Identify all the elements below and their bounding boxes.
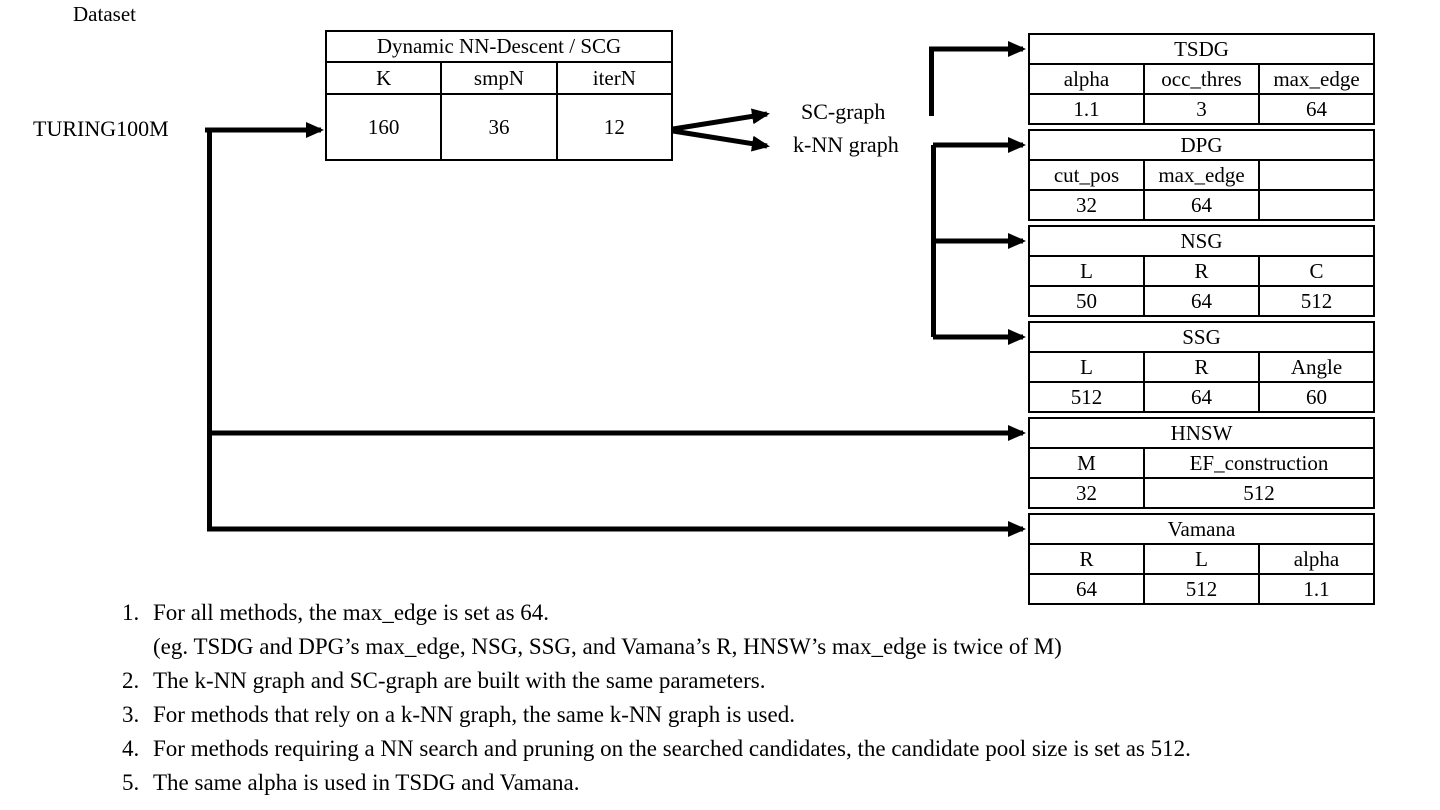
method-title: Vamana: [1028, 513, 1375, 545]
param-header-cell: smpN: [440, 61, 558, 95]
arrow-build-to-knngraph: [672, 128, 770, 152]
note-body: The same alpha is used in TSDG and Vaman…: [153, 766, 1432, 800]
method-title: DPG: [1028, 129, 1375, 161]
note-item: 2. The k-NN graph and SC-graph are built…: [122, 664, 1432, 698]
arrow-build-to-scgraph: [672, 108, 770, 132]
param-header-cell: max_edge: [1258, 63, 1375, 95]
param-value-cell: 64: [1028, 573, 1145, 605]
param-header-cell: K: [324, 61, 443, 95]
methods-column: TSDG alpha occ_thres max_edge 1.1 3 64 D…: [1028, 33, 1375, 611]
method-table-dpg: DPG cut_pos max_edge 32 64: [1028, 129, 1375, 221]
param-value-cell: 64: [1143, 285, 1260, 317]
param-header-cell: alpha: [1258, 543, 1375, 575]
param-header-cell: alpha: [1028, 63, 1145, 95]
note-line: For methods that rely on a k-NN graph, t…: [153, 702, 795, 727]
param-value-cell: 36: [440, 93, 558, 161]
param-value-cell: 64: [1258, 93, 1375, 125]
param-header-cell: [1258, 159, 1375, 191]
param-value-cell: 50: [1028, 285, 1145, 317]
param-value-cell: 60: [1258, 381, 1375, 413]
note-line: The same alpha is used in TSDG and Vaman…: [153, 770, 580, 795]
note-number: 3.: [122, 702, 140, 727]
note-item: 3. For methods that rely on a k-NN graph…: [122, 698, 1432, 732]
note-line: The k-NN graph and SC-graph are built wi…: [153, 668, 766, 693]
note-body: For methods requiring a NN search and pr…: [153, 732, 1432, 766]
param-value-cell: 512: [1143, 477, 1375, 509]
param-header-cell: C: [1258, 255, 1375, 287]
note-body: The k-NN graph and SC-graph are built wi…: [153, 664, 1432, 698]
param-value-cell: 64: [1143, 189, 1260, 221]
param-header-cell: max_edge: [1143, 159, 1260, 191]
note-item: 1. For all methods, the max_edge is set …: [122, 596, 1432, 664]
param-value-cell: 12: [555, 93, 674, 161]
method-title: SSG: [1028, 321, 1375, 353]
method-table-hnsw: HNSW M EF_construction 32 512: [1028, 417, 1375, 509]
param-header-cell: cut_pos: [1028, 159, 1145, 191]
param-header-cell: L: [1143, 543, 1260, 575]
arrow-scgraph-to-tsdg: [929, 41, 1026, 116]
param-header-cell: EF_construction: [1143, 447, 1375, 479]
param-header-cell: iterN: [555, 61, 674, 95]
note-number: 1.: [122, 600, 140, 625]
param-value-cell: 3: [1143, 93, 1260, 125]
method-title: HNSW: [1028, 417, 1375, 449]
param-value-cell: 512: [1258, 285, 1375, 317]
dataset-label: Dataset: [73, 2, 136, 26]
param-header-cell: L: [1028, 351, 1145, 383]
build-table-title: Dynamic NN-Descent / SCG: [325, 30, 673, 63]
knn-graph-label: k-NN graph: [793, 132, 899, 157]
param-value-cell: 1.1: [1258, 573, 1375, 605]
note-body: For methods that rely on a k-NN graph, t…: [153, 698, 1432, 732]
method-table-vamana: Vamana R L alpha 64 512 1.1: [1028, 513, 1375, 605]
note-line: For all methods, the max_edge is set as …: [153, 600, 550, 625]
build-params-table: Dynamic NN-Descent / SCG K smpN iterN 16…: [324, 30, 674, 161]
param-value-cell: 32: [1028, 477, 1145, 509]
param-header-cell: M: [1028, 447, 1145, 479]
note-line: For methods requiring a NN search and pr…: [153, 736, 1191, 761]
method-table-nsg: NSG L R C 50 64 512: [1028, 225, 1375, 317]
param-header-cell: L: [1028, 255, 1145, 287]
param-value-cell: [1258, 189, 1375, 221]
param-value-cell: 160: [324, 93, 443, 161]
param-value-cell: 512: [1028, 381, 1145, 413]
sc-graph-label: SC-graph: [801, 99, 886, 124]
dataset-name: TURING100M: [33, 116, 169, 141]
note-line: (eg. TSDG and DPG’s max_edge, NSG, SSG, …: [153, 634, 1062, 659]
param-header-cell: occ_thres: [1143, 63, 1260, 95]
param-value-cell: 32: [1028, 189, 1145, 221]
note-number: 4.: [122, 736, 140, 761]
param-header-cell: Angle: [1258, 351, 1375, 383]
method-title: TSDG: [1028, 33, 1375, 65]
param-value-cell: 1.1: [1028, 93, 1145, 125]
param-header-cell: R: [1028, 543, 1145, 575]
notes-list: 1. For all methods, the max_edge is set …: [122, 596, 1432, 800]
param-header-cell: R: [1143, 351, 1260, 383]
param-value-cell: 64: [1143, 381, 1260, 413]
method-table-ssg: SSG L R Angle 512 64 60: [1028, 321, 1375, 413]
method-title: NSG: [1028, 225, 1375, 257]
param-value-cell: 512: [1143, 573, 1260, 605]
note-number: 5.: [122, 770, 140, 795]
note-item: 4. For methods requiring a NN search and…: [122, 732, 1432, 766]
note-number: 2.: [122, 668, 140, 693]
note-body: For all methods, the max_edge is set as …: [153, 596, 1432, 664]
method-table-tsdg: TSDG alpha occ_thres max_edge 1.1 3 64: [1028, 33, 1375, 125]
param-header-cell: R: [1143, 255, 1260, 287]
note-item: 5. The same alpha is used in TSDG and Va…: [122, 766, 1432, 800]
